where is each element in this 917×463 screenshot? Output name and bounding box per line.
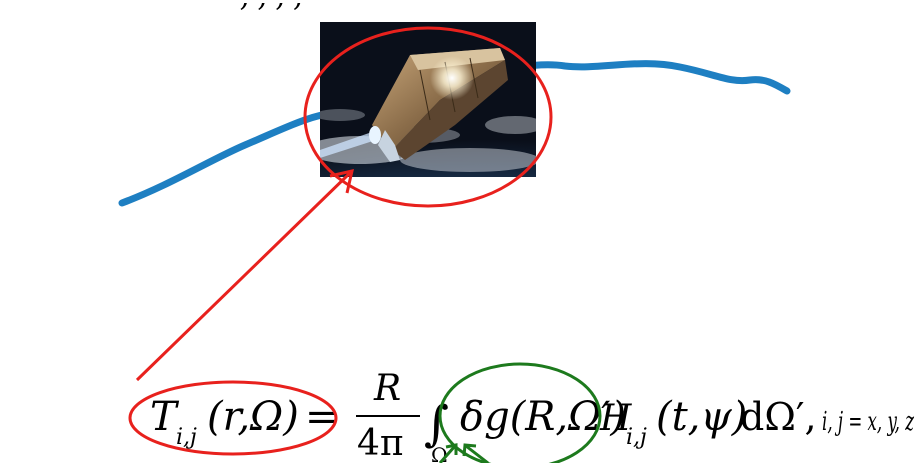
lhs-highlight-ellipse [128, 380, 338, 456]
top-cutoff-text: , , , , [240, 0, 302, 13]
green-arrow-left-line [438, 445, 457, 463]
eq-indices: i, j = x, y, z [822, 407, 914, 437]
green-arrow-left-head [445, 443, 458, 455]
eq-lhs-symbol: T [150, 394, 180, 440]
eq-frac-numerator: R [373, 368, 401, 409]
gradiometry-equation: T i,j (r,Ω) = R 4π ∫ Ω δg(R,Ω′) H i,j (t… [150, 368, 914, 463]
eq-H-subscript: i,j [626, 425, 647, 450]
gravity-anomaly-highlight-ellipse [438, 362, 602, 463]
eq-integral-sign: ∫ [424, 396, 449, 452]
eq-H-args: (t,ψ) [656, 394, 747, 440]
satellite-photo [320, 22, 536, 177]
eq-equals: = [305, 394, 339, 440]
red-arrow-head [329, 169, 354, 194]
green-arrow-right-head [462, 443, 477, 457]
green-arrow-right-line [465, 444, 489, 463]
eq-frac-denominator: 4π [357, 423, 404, 463]
satellite-highlight-ellipse [303, 26, 553, 208]
eq-H-symbol: H [599, 398, 632, 439]
red-arrow-line [135, 170, 353, 382]
eq-lhs-args: (r,Ω) [207, 394, 299, 440]
eq-dOmega: dΩ′, [740, 395, 817, 439]
eq-integral-subscript: Ω [431, 443, 448, 463]
eq-lhs-subscript: i,j [176, 425, 197, 450]
